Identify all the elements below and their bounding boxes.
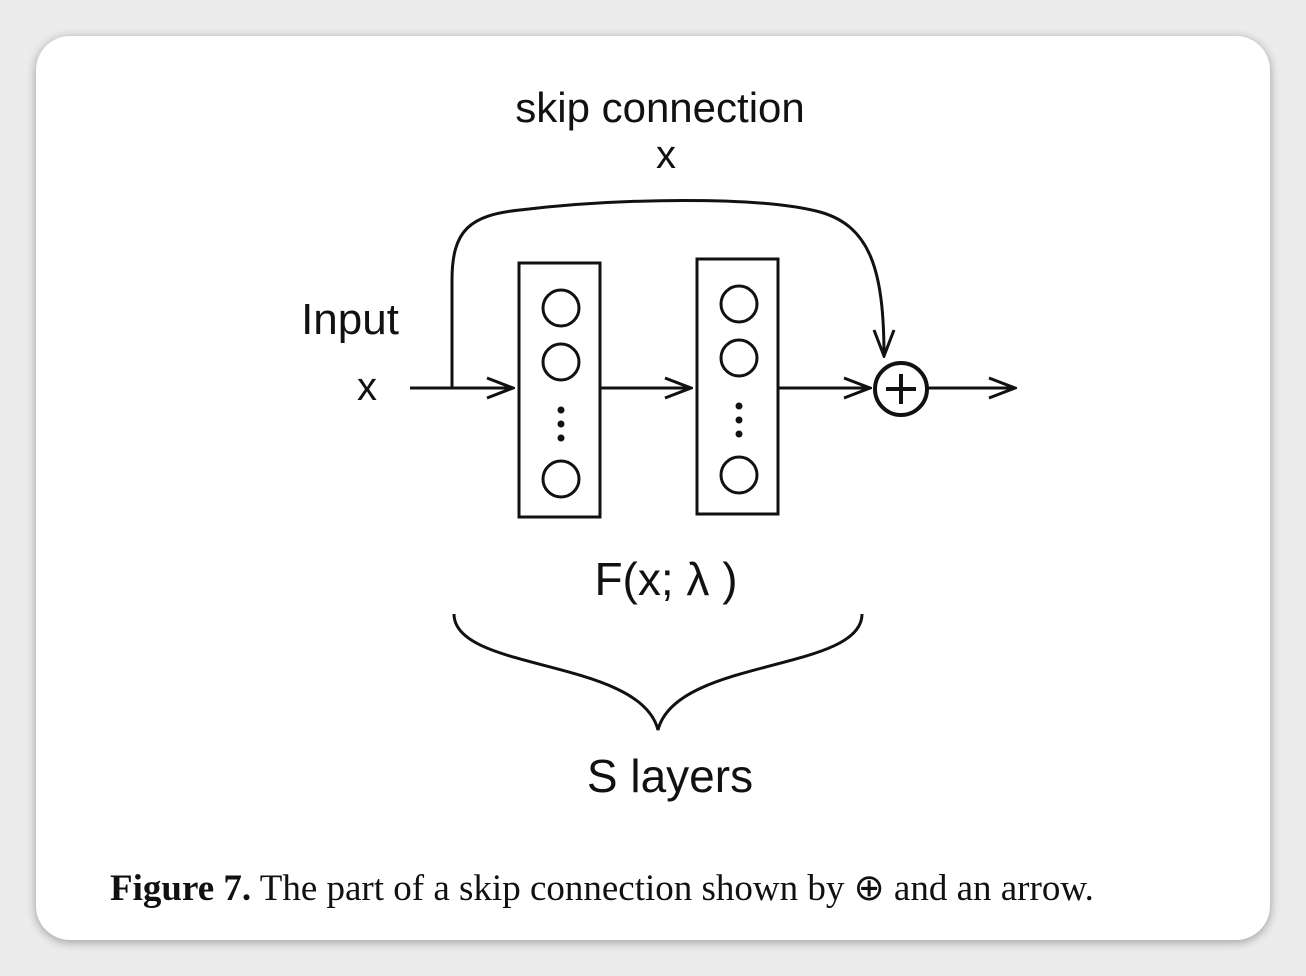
layer-box-1 xyxy=(517,261,602,519)
caption-prefix: Figure 7. xyxy=(110,868,252,909)
ellipsis-dot xyxy=(557,420,565,428)
layers-brace xyxy=(452,613,864,731)
layer-box-2 xyxy=(695,257,780,516)
neuron-node xyxy=(541,459,581,499)
input-label: Input xyxy=(301,295,399,344)
oplus-symbol: ⊕ xyxy=(853,868,885,909)
function-label: F(x; λ ) xyxy=(594,553,737,605)
ellipsis-dot xyxy=(735,430,743,438)
neuron-node xyxy=(541,288,581,328)
skip-connection-diagram: skip connection x Input x xyxy=(301,84,1270,802)
caption-text-after: and an arrow. xyxy=(884,868,1094,909)
ellipsis-dot xyxy=(735,416,743,424)
sum-node-icon xyxy=(873,361,929,417)
ellipsis-dot xyxy=(557,434,565,442)
ellipsis-dot xyxy=(735,402,743,410)
skip-connection-label: skip connection xyxy=(515,84,805,131)
neuron-node xyxy=(719,284,759,324)
neuron-node xyxy=(719,455,759,495)
caption-text-before: The part of a skip connection shown by xyxy=(251,868,854,909)
layers-label: S layers xyxy=(587,750,753,802)
ellipsis-dot xyxy=(557,406,565,414)
skip-connection-var: x xyxy=(656,133,676,177)
input-var: x xyxy=(357,365,377,409)
figure-card: skip connection x Input x xyxy=(36,36,1270,940)
neuron-node xyxy=(719,338,759,378)
figure-caption: Figure 7. The part of a skip connection … xyxy=(110,866,1230,910)
skip-connection-arrow xyxy=(450,199,884,388)
neuron-node xyxy=(541,342,581,382)
